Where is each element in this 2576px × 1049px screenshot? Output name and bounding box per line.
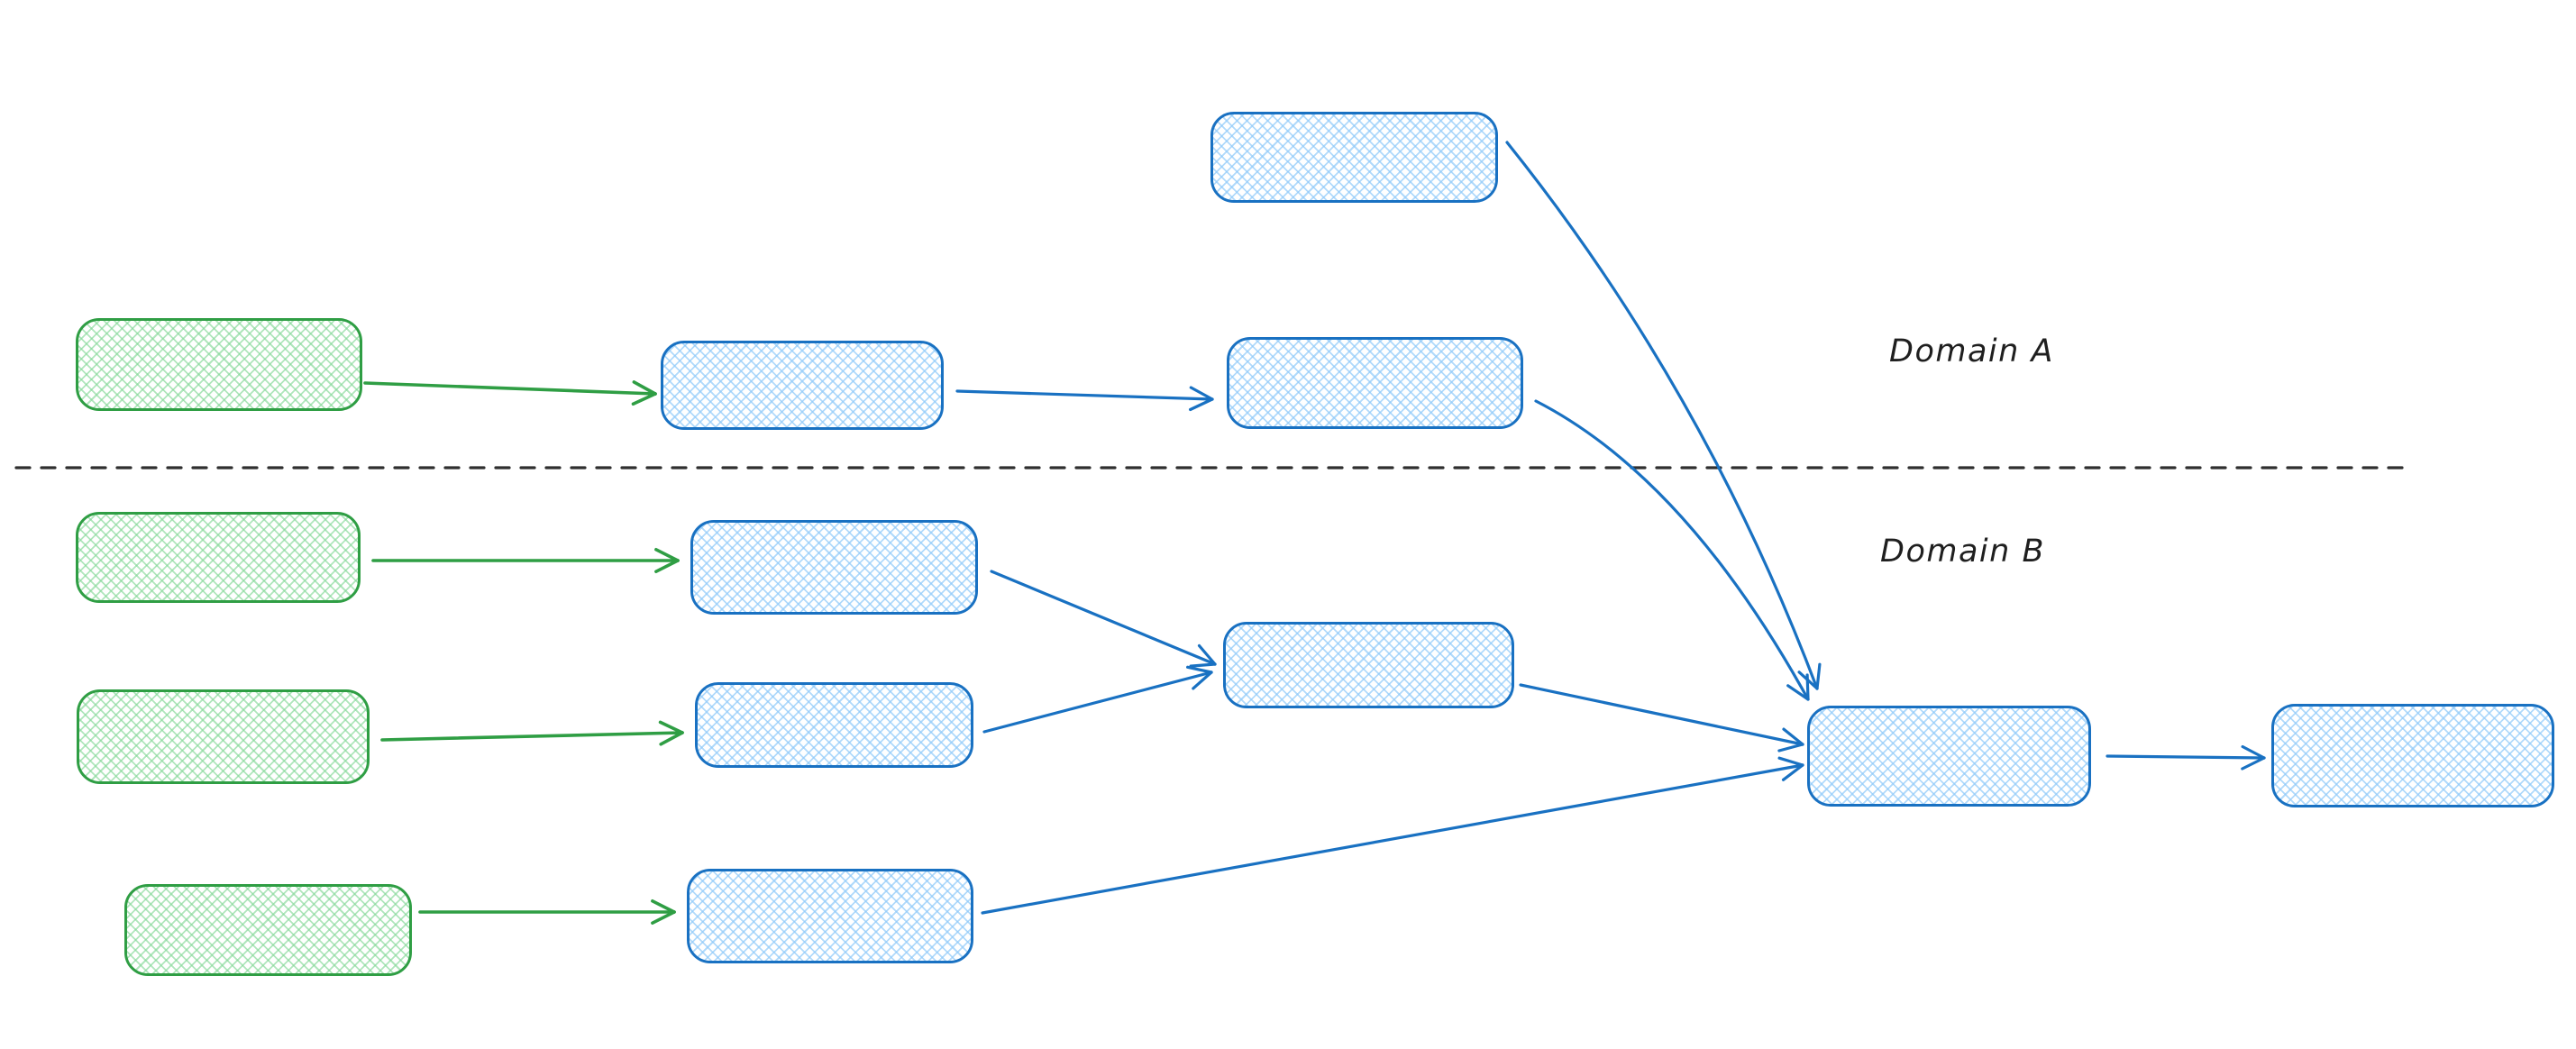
- edge-green-b2-blue-b2: [380, 720, 684, 746]
- node-blue-b2: [695, 682, 973, 768]
- domain-b-label: Domain B: [1880, 534, 2045, 570]
- node-blue-a2: [1227, 337, 1523, 429]
- node-blue-final: [2271, 704, 2554, 807]
- edge-green-b1-blue-b1: [371, 548, 680, 573]
- node-blue-b3: [687, 869, 973, 963]
- edge-green-b3-blue-b3: [418, 899, 676, 925]
- node-green-a1: [76, 318, 362, 411]
- edge-blue-b2-merge: [982, 665, 1213, 734]
- edge-blue-a1-blue-a2: [955, 386, 1214, 412]
- edge-blue-b1-merge: [990, 570, 1217, 668]
- node-green-b3: [124, 884, 412, 976]
- edge-green-a1-blue-a1: [363, 380, 657, 406]
- node-blue-b1: [690, 520, 978, 615]
- edge-convergence-final: [2106, 744, 2266, 771]
- node-green-b2: [77, 689, 370, 784]
- domain-a-label: Domain A: [1889, 333, 2054, 369]
- edge-merge-convergence: [1519, 683, 1804, 753]
- edge-blue-top-convergence: [1505, 141, 1822, 690]
- node-blue-merge: [1223, 622, 1514, 708]
- node-blue-a1: [661, 341, 944, 430]
- edge-blue-b3-convergence: [981, 756, 1804, 915]
- edge-blue-a2-convergence: [1534, 399, 1810, 701]
- node-blue-top: [1210, 112, 1498, 203]
- node-blue-convergence: [1807, 706, 2091, 807]
- node-green-b1: [76, 512, 361, 603]
